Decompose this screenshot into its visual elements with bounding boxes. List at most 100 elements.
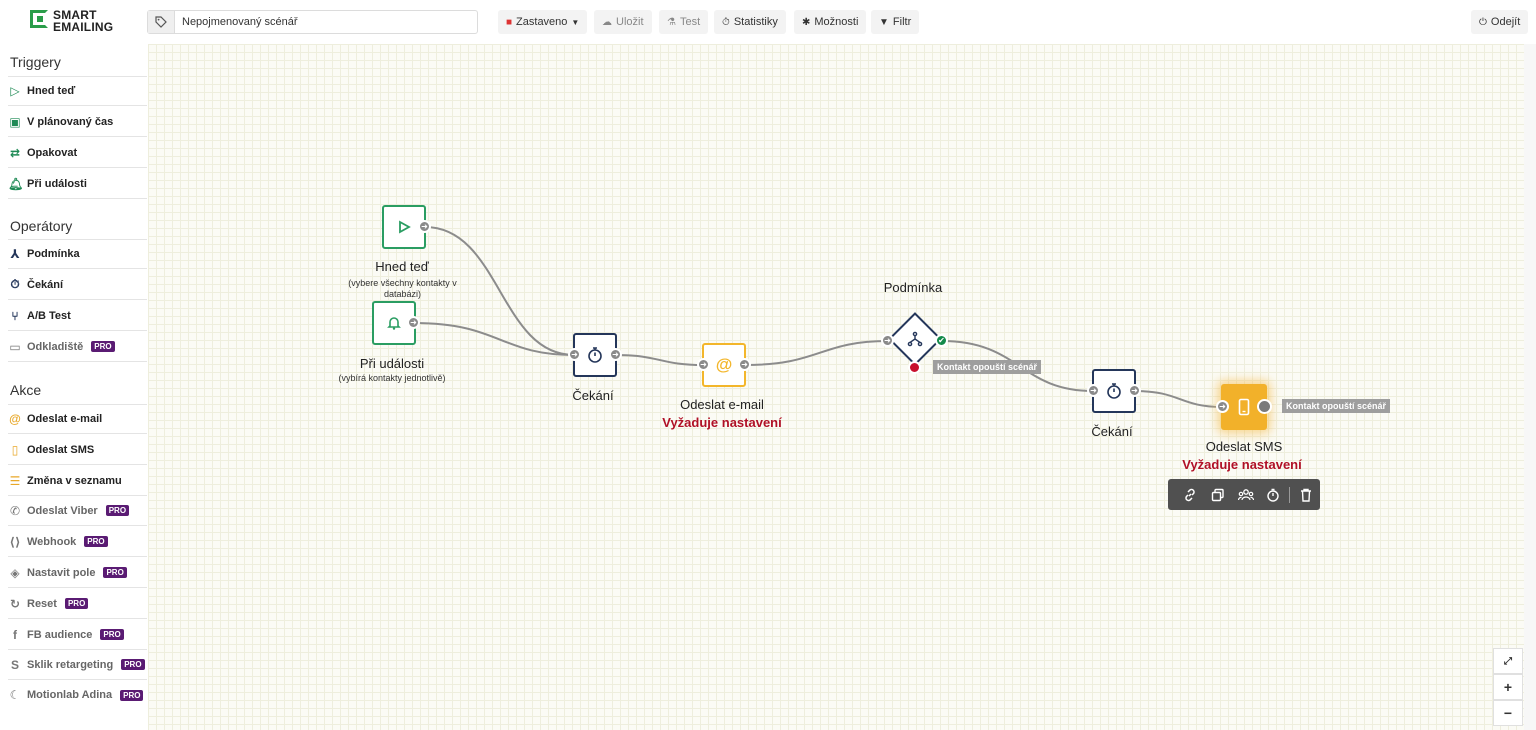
filter-icon: ▼ [879,16,889,28]
sidebar-item-label: Odeslat e-mail [27,413,103,425]
sidebar-item-label: Odeslat SMS [27,443,95,456]
caret-down-icon: ▼ [571,17,580,27]
facebook-icon: f [13,627,17,642]
sidebar-item-label: Reset [27,597,57,610]
sidebar-item-label: Odkladiště [27,340,84,353]
power-icon: ⏻ [1479,16,1487,28]
tag-icon [148,11,175,33]
port-out[interactable]: ➜ [1128,384,1141,397]
sidebar-item-send-sms[interactable]: ▯Odeslat SMS [8,435,147,465]
sidebar-item-scheduled[interactable]: ▣V plánovaný čas [8,107,147,137]
tag-icon: ◈ [10,565,20,580]
node-label: Čekání [572,388,614,403]
node-sublabel: (vybírá kontakty jednotlivě) [338,373,446,383]
repeat-icon: ⇄ [9,145,21,160]
zoom-out-button[interactable]: − [1493,700,1523,726]
sidebar-item-on-event[interactable]: 🔔︎Při události [8,169,147,199]
port-out[interactable]: ➜ [418,220,431,233]
zoom-in-button[interactable]: + [1493,674,1523,700]
sidebar-item-ab-test[interactable]: ⑂A/B Test [8,301,147,331]
scenario-name-input[interactable] [182,14,472,30]
test-button[interactable]: ⚗ Test [659,10,709,34]
sidebar-item-label: V plánovaný čas [27,115,114,128]
link-icon[interactable] [1176,479,1204,510]
fit-view-button[interactable]: ⤢ [1493,648,1523,674]
sidebar-item-reset[interactable]: ↻ Reset PRO [8,589,147,619]
sidebar-item-list-change[interactable]: ☰Změna v seznamu [8,466,147,496]
logo[interactable]: SMART EMAILING [30,8,142,34]
save-button[interactable]: ☁ Uložit [594,10,652,34]
status-label: Zastaveno [516,16,568,28]
cloud-upload-icon: ☁ [602,16,612,28]
port-out[interactable]: ➜ [609,348,622,361]
sidebar: Triggery ▷Hned teď ▣V plánovaný čas ⇄Opa… [0,44,148,730]
scenario-canvas[interactable] [148,44,1524,730]
logo-text-1: SMART [53,8,97,22]
scenario-name-field[interactable] [147,10,478,34]
pro-badge: PRO [64,598,89,609]
exit-tag: Kontakt opouští scénář [1282,399,1391,413]
sidebar-item-now[interactable]: ▷Hned teď [8,76,147,106]
port-in[interactable]: ➜ [881,334,894,347]
reset-icon: ↻ [9,596,21,611]
sidebar-item-label: Hned teď [27,85,76,97]
exit-tag: Kontakt opouští scénář [933,360,1042,374]
pro-badge: PRO [121,659,145,670]
exit-label: Odejít [1490,16,1521,28]
sidebar-item-label: Podmínka [27,248,80,260]
status-dropdown[interactable]: ■ Zastaveno ▼ [498,10,588,34]
sidebar-item-wait[interactable]: ⏱ Čekání [8,270,147,300]
sidebar-item-label: Čekání [27,278,64,291]
trash-icon[interactable] [1292,479,1320,510]
sidebar-item-send-email[interactable]: @Odeslat e-mail [8,404,147,434]
port-in[interactable]: ➜ [1087,384,1100,397]
timer-icon[interactable] [1259,479,1287,510]
node-label: Podmínka [883,280,943,295]
phone-icon [1238,398,1250,416]
toolbar-divider [1289,486,1291,503]
node-label: Odeslat SMS [1205,439,1283,454]
list-icon: ☰ [9,473,21,488]
connection-wait-email [615,354,704,366]
sidebar-item-repeat[interactable]: ⇄Opakovat [8,138,147,168]
vertical-scrollbar[interactable] [1524,44,1536,730]
sidebar-item-condition[interactable]: ⅄Podmínka [8,239,147,269]
sidebar-item-label: Při události [27,177,87,190]
sidebar-item-label: Nastavit pole [27,566,96,579]
port-in[interactable]: ➜ [568,348,581,361]
sidebar-item-label: Odeslat Viber [27,504,98,517]
node-warning: Vyžaduje nastavení [662,415,782,430]
stopwatch-icon: ⏱ [10,277,20,291]
sidebar-item-label: A/B Test [27,309,71,322]
port-in[interactable]: ➜ [697,358,710,371]
port-out-exit[interactable] [1257,399,1272,414]
connection-now-wait [424,226,575,356]
port-in[interactable]: ➜ [1216,400,1229,413]
node-label: Odeslat e-mail [680,397,764,412]
node-label: Při události [359,356,425,371]
viber-icon: ✆ [9,503,21,518]
port-no-exit[interactable] [908,361,921,374]
flask-icon: ⚗ [667,16,676,28]
port-yes[interactable]: ✔ [935,334,948,347]
statistics-button[interactable]: ⏱ Statistiky [714,10,786,34]
users-icon[interactable] [1232,479,1260,510]
node-sublabel: (vybere všechny kontakty v databázi) [348,278,457,299]
filter-button[interactable]: ▼ Filtr [871,10,920,34]
copy-icon[interactable] [1204,479,1232,510]
options-button[interactable]: ✱ Možnosti [794,10,867,34]
port-out[interactable]: ➜ [738,358,751,371]
port-out[interactable]: ➜ [407,316,420,329]
sidebar-item-label: Webhook [27,535,77,548]
at-icon: @ [715,355,733,374]
options-label: Možnosti [814,16,859,28]
exit-button[interactable]: ⏻ Odejít [1471,10,1529,34]
